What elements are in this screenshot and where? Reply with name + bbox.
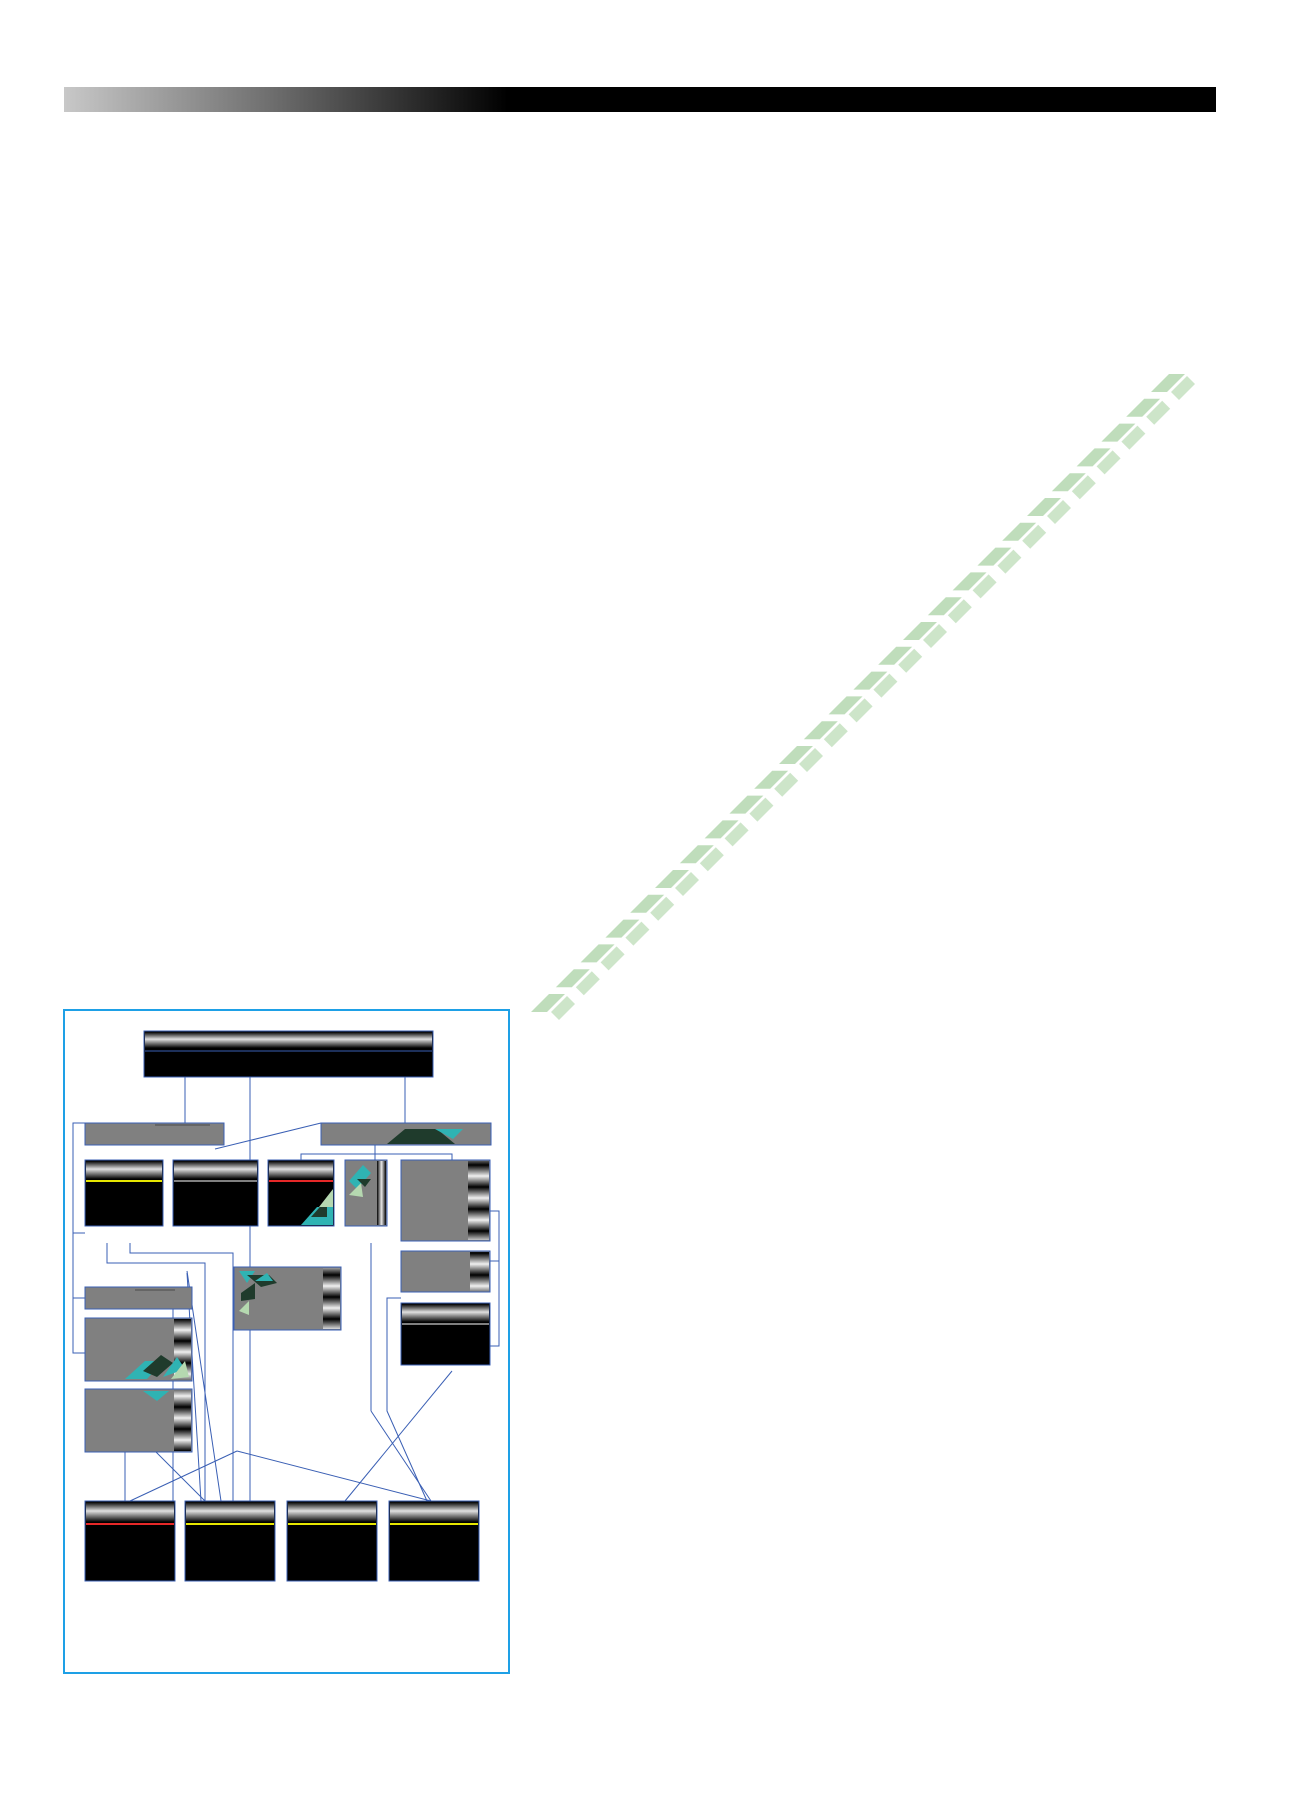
watermark-segment: [823, 723, 848, 748]
watermark-segment: [749, 797, 774, 822]
watermark-segment: [724, 822, 749, 847]
watermark-segment: [947, 599, 972, 624]
watermark-segment: [575, 971, 600, 996]
watermark-segment: [853, 671, 888, 690]
watermark-segment: [1126, 398, 1161, 417]
watermark-segment: [551, 996, 575, 1020]
watermark-segment: [1146, 400, 1171, 425]
watermark-segment: [774, 772, 799, 797]
watermark-segment: [1151, 374, 1185, 392]
watermark-segment: [1027, 498, 1061, 516]
header-gradient-bar: [64, 87, 1216, 112]
watermark-segment: [1121, 425, 1146, 450]
watermark-segment: [630, 894, 665, 913]
node-e2: [184, 1500, 276, 1582]
node-b1: [400, 1250, 491, 1293]
node-e3: [286, 1500, 378, 1582]
watermark-segment: [679, 845, 714, 864]
watermark-segment: [923, 624, 947, 648]
node-d1: [84, 1286, 193, 1310]
watermark-segment: [903, 622, 937, 640]
watermark-segment: [997, 549, 1022, 574]
watermark-segment: [898, 648, 923, 673]
watermark-segment: [1171, 376, 1195, 400]
watermark-segment: [779, 746, 813, 764]
node-a1: [84, 1159, 164, 1227]
watermark-segment: [972, 574, 997, 599]
watermark-segment: [927, 597, 962, 616]
watermark-segment: [699, 847, 724, 872]
root-node: [143, 1030, 434, 1078]
watermark-segment: [873, 673, 898, 698]
diagram-frame: [63, 1009, 510, 1674]
watermark-segment: [600, 946, 625, 971]
watermark-segment: [729, 795, 764, 814]
watermark-segment: [754, 770, 789, 789]
node-d3: [84, 1388, 193, 1453]
watermark-segment: [803, 721, 838, 740]
watermark-segment: [1051, 473, 1086, 492]
watermark-segment: [1047, 500, 1071, 524]
node-b2: [400, 1302, 491, 1366]
node-e1: [84, 1500, 176, 1582]
node-a5: [400, 1159, 491, 1242]
diagram-canvas: [72, 1030, 500, 1582]
watermark-segment: [531, 994, 565, 1012]
watermark-segment: [580, 944, 615, 963]
watermark-segment: [675, 872, 699, 896]
node-d2: [84, 1317, 193, 1382]
category-node-left: [84, 1122, 225, 1146]
watermark-segment: [1101, 423, 1136, 442]
diagonal-watermark: [531, 374, 1195, 1020]
watermark-segment: [605, 919, 640, 938]
category-node-right: [320, 1122, 492, 1146]
watermark-segment: [555, 969, 590, 988]
watermark-segment: [799, 748, 823, 772]
node-c1: [233, 1266, 342, 1331]
watermark-segment: [655, 870, 689, 888]
watermark-segment: [977, 547, 1012, 566]
watermark-segment: [704, 820, 739, 839]
node-e4: [388, 1500, 480, 1582]
watermark-segment: [625, 921, 650, 946]
node-a2: [172, 1159, 259, 1227]
watermark-segment: [878, 646, 913, 665]
watermark-segment: [828, 696, 863, 715]
watermark-segment: [650, 896, 675, 921]
watermark-segment: [952, 572, 987, 591]
watermark-segment: [1096, 450, 1121, 475]
node-a4: [344, 1159, 388, 1227]
watermark-segment: [1076, 448, 1111, 467]
node-a3: [267, 1159, 335, 1227]
watermark-segment: [1002, 522, 1037, 541]
watermark-segment: [848, 698, 873, 723]
watermark-segment: [1071, 475, 1096, 500]
watermark-segment: [1022, 524, 1047, 549]
